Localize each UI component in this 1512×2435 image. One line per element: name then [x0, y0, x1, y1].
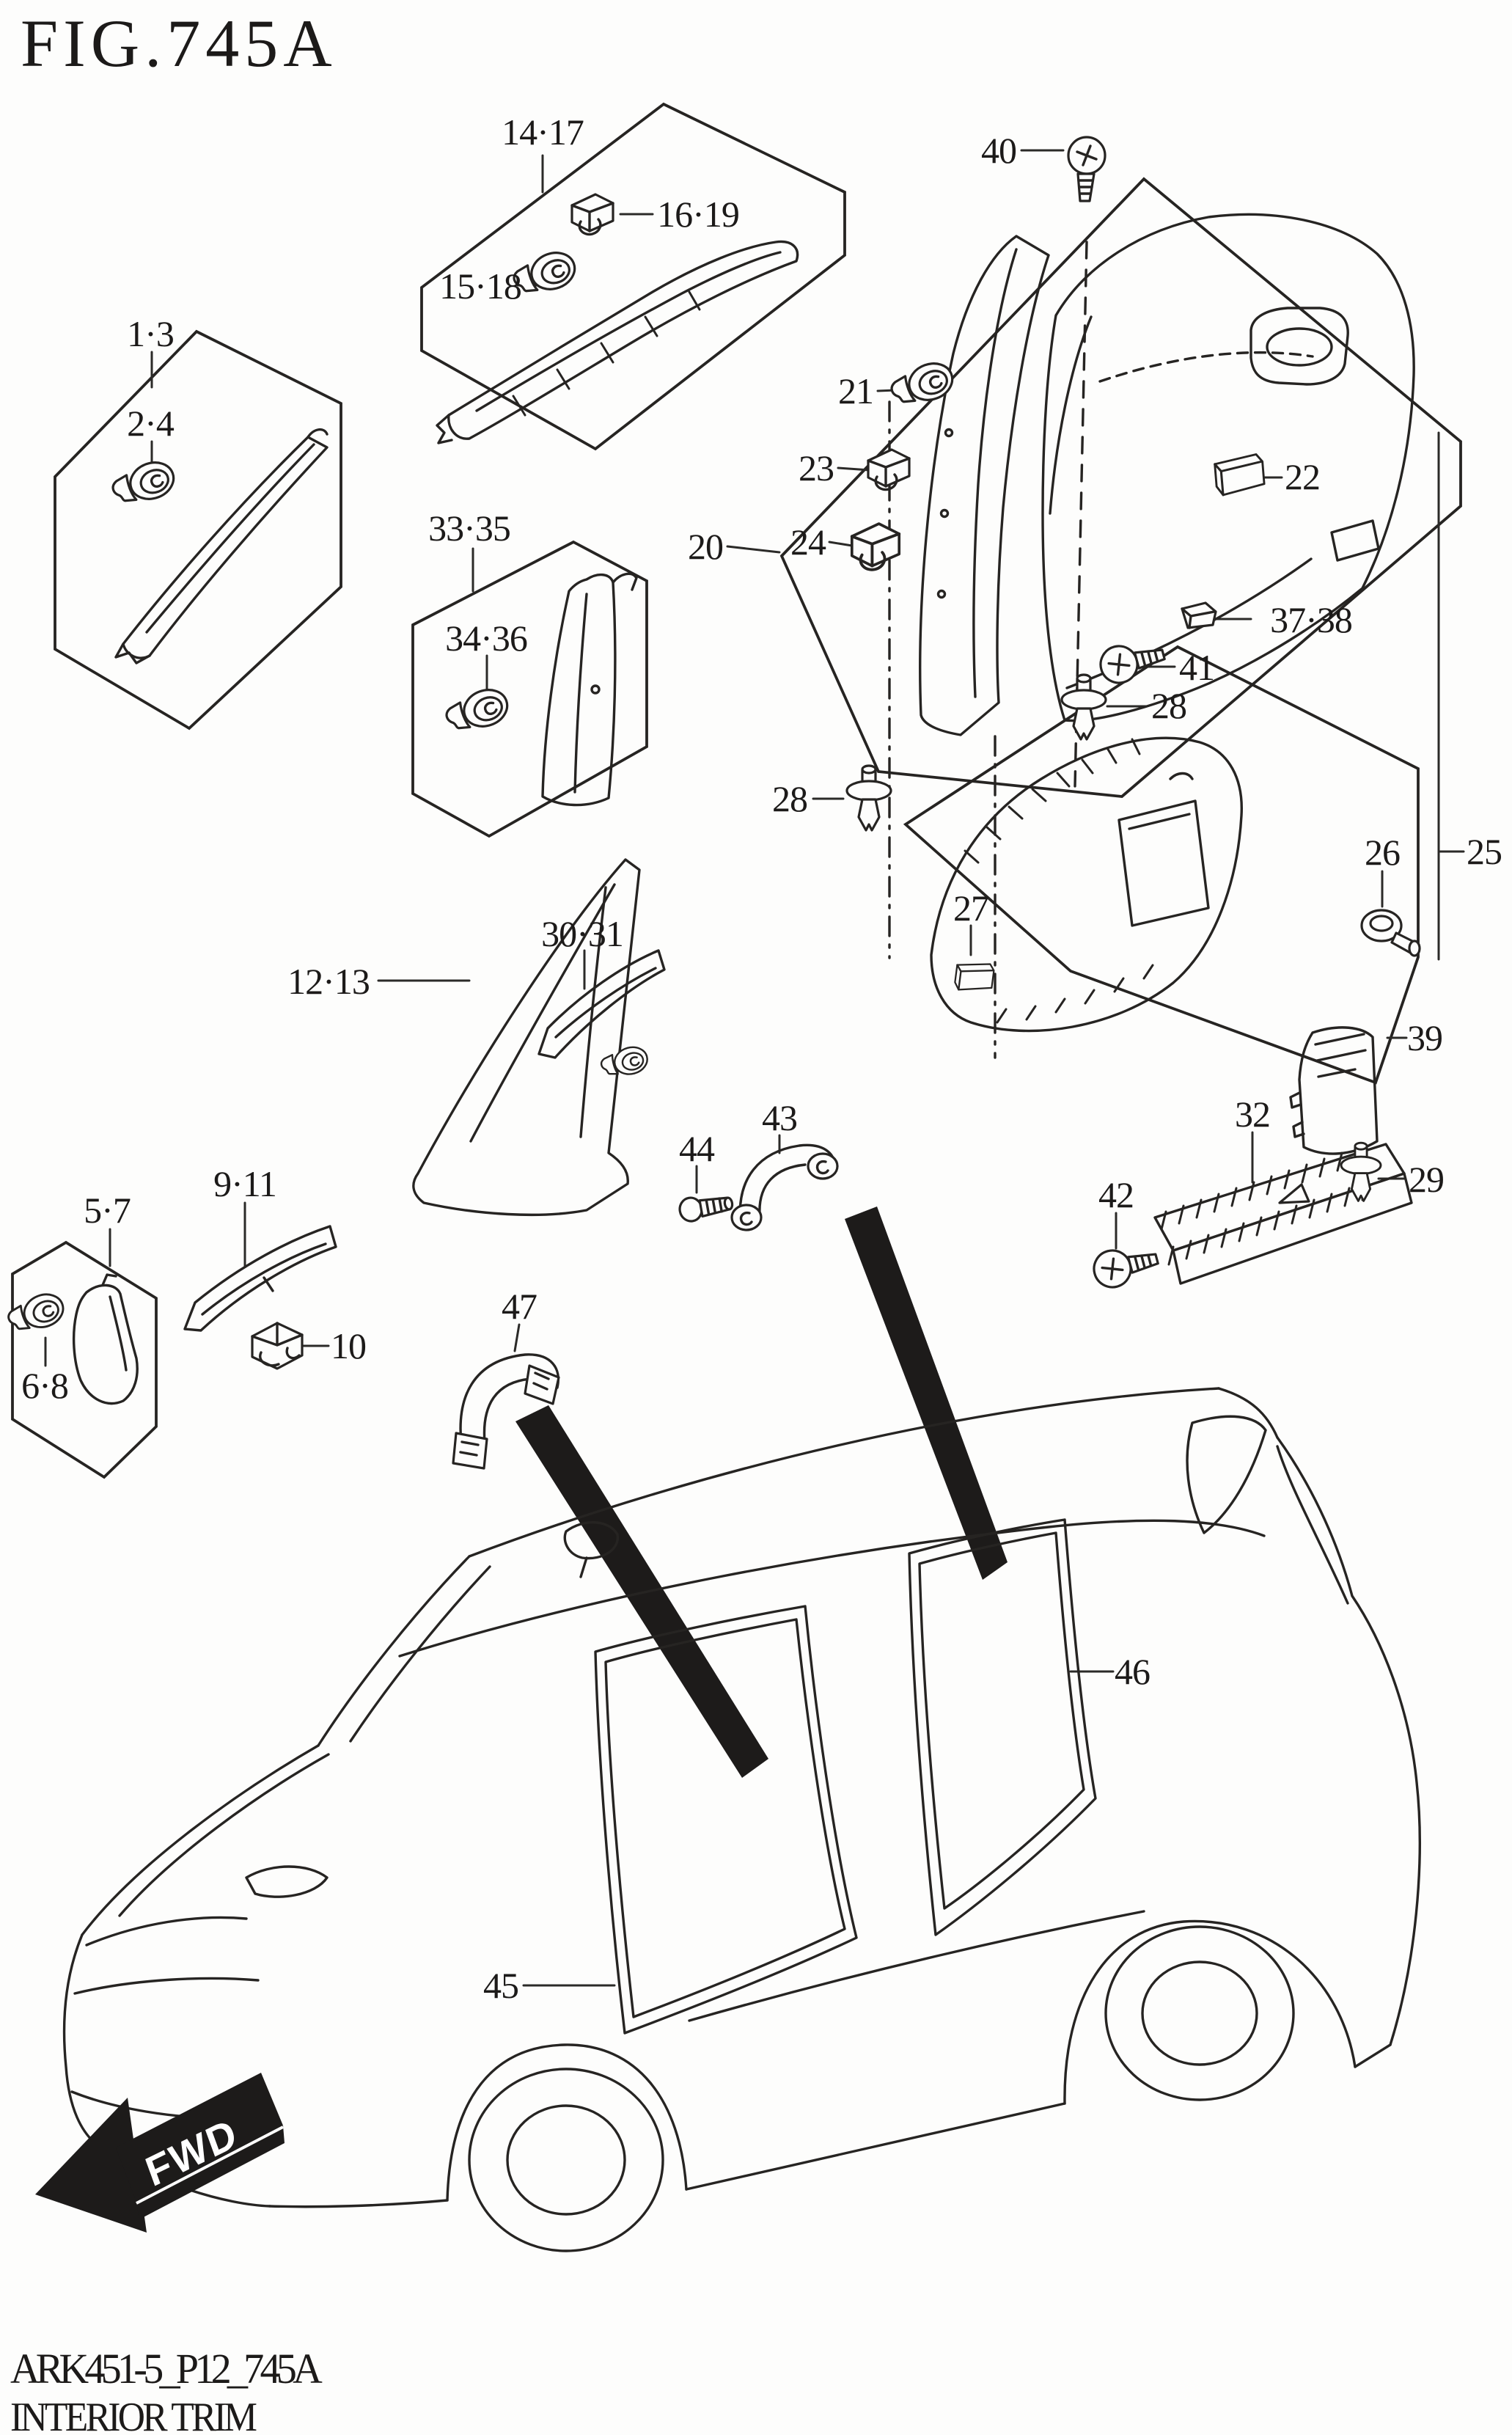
vehicle-outline	[62, 1387, 1421, 2252]
part-label-15-18: 15·18	[439, 266, 522, 307]
part-label-21: 21	[838, 370, 874, 411]
part-label-6-8: 6·8	[21, 1365, 69, 1406]
part-label-43: 43	[762, 1097, 798, 1138]
bolt-44	[676, 1189, 735, 1225]
part-label-25: 25	[1467, 831, 1502, 872]
clip-6-8	[4, 1288, 69, 1339]
kick-panel-drawing	[72, 1273, 139, 1405]
clip-10	[251, 1322, 304, 1370]
drawing-code: ARK451-5_P12_745A	[10, 2345, 323, 2392]
part-label-20: 20	[688, 526, 724, 567]
part-label-30-31: 30·31	[541, 913, 624, 954]
part-label-46: 46	[1115, 1651, 1150, 1692]
part-label-28-right: 28	[1151, 685, 1187, 726]
part-label-22: 22	[1285, 456, 1321, 497]
cap-22	[1211, 452, 1268, 497]
group-boxes	[11, 102, 1462, 1479]
b-pillar-upper-trim-drawing	[541, 572, 638, 807]
clip-34-36	[441, 682, 514, 740]
part-label-16-19: 16·19	[657, 194, 740, 235]
screw-42	[1088, 1238, 1163, 1293]
clip-28-right	[1060, 673, 1107, 741]
drawing-title: INTERIOR TRIM	[10, 2395, 257, 2435]
clip-12-13	[598, 1042, 652, 1083]
part-label-12-13: 12·13	[287, 961, 370, 1002]
a-pillar-trim-drawing	[114, 428, 329, 664]
part-label-42: 42	[1098, 1174, 1134, 1215]
figure-title: FIG.745A	[21, 6, 337, 81]
part-label-33-35: 33·35	[428, 508, 511, 549]
part-label-14-17: 14·17	[502, 111, 584, 153]
fwd-arrow: FWD	[35, 2073, 285, 2233]
screw-40	[1067, 136, 1107, 202]
back-door-scuff-drawing	[1153, 1143, 1413, 1285]
part-label-5-7: 5·7	[84, 1190, 131, 1231]
part-label-40: 40	[981, 130, 1017, 171]
luggage-side-trim-drawing	[930, 736, 1243, 1033]
part-label-29: 29	[1409, 1159, 1445, 1200]
grommet-screw-26	[1360, 909, 1421, 957]
quarter-trim-panel-drawing	[919, 213, 1415, 736]
clip-16-19	[570, 193, 614, 236]
clip-21	[886, 356, 959, 414]
leader-lines	[44, 149, 1465, 1987]
part-label-41: 41	[1179, 647, 1215, 688]
part-label-37-38: 37·38	[1270, 599, 1353, 640]
clip-28-left	[845, 764, 892, 832]
part-label-10: 10	[331, 1325, 367, 1366]
screw-41	[1095, 634, 1170, 689]
assist-grip-47-drawing	[452, 1353, 560, 1470]
part-label-9-11: 9·11	[213, 1163, 277, 1204]
part-label-2-4: 2·4	[127, 403, 175, 444]
front-scuff-drawing	[183, 1225, 337, 1332]
clip-24	[850, 522, 901, 571]
cap-27	[953, 961, 996, 993]
part-label-24: 24	[790, 521, 826, 563]
part-label-44: 44	[679, 1128, 715, 1169]
part-label-34-36: 34·36	[445, 618, 528, 659]
part-label-27: 27	[953, 887, 989, 929]
part-label-45: 45	[483, 1965, 519, 2006]
assist-grip-43-drawing	[730, 1143, 839, 1231]
quarter-upper-trim-drawing	[436, 240, 799, 444]
part-label-23: 23	[799, 447, 834, 488]
clip-23	[867, 448, 911, 491]
part-label-1-3: 1·3	[127, 313, 175, 354]
part-label-32: 32	[1235, 1094, 1271, 1135]
part-label-47: 47	[502, 1286, 537, 1327]
part-label-26: 26	[1365, 832, 1401, 873]
rear-scuff-drawing	[537, 949, 666, 1059]
part-label-28-left: 28	[772, 778, 808, 819]
locator-wedge-rear	[845, 1206, 1008, 1580]
part-label-39: 39	[1407, 1017, 1443, 1058]
quarter-lower-cover-drawing	[1289, 1026, 1379, 1155]
clip-2-4	[107, 455, 180, 513]
cap-37-38	[1181, 601, 1217, 629]
